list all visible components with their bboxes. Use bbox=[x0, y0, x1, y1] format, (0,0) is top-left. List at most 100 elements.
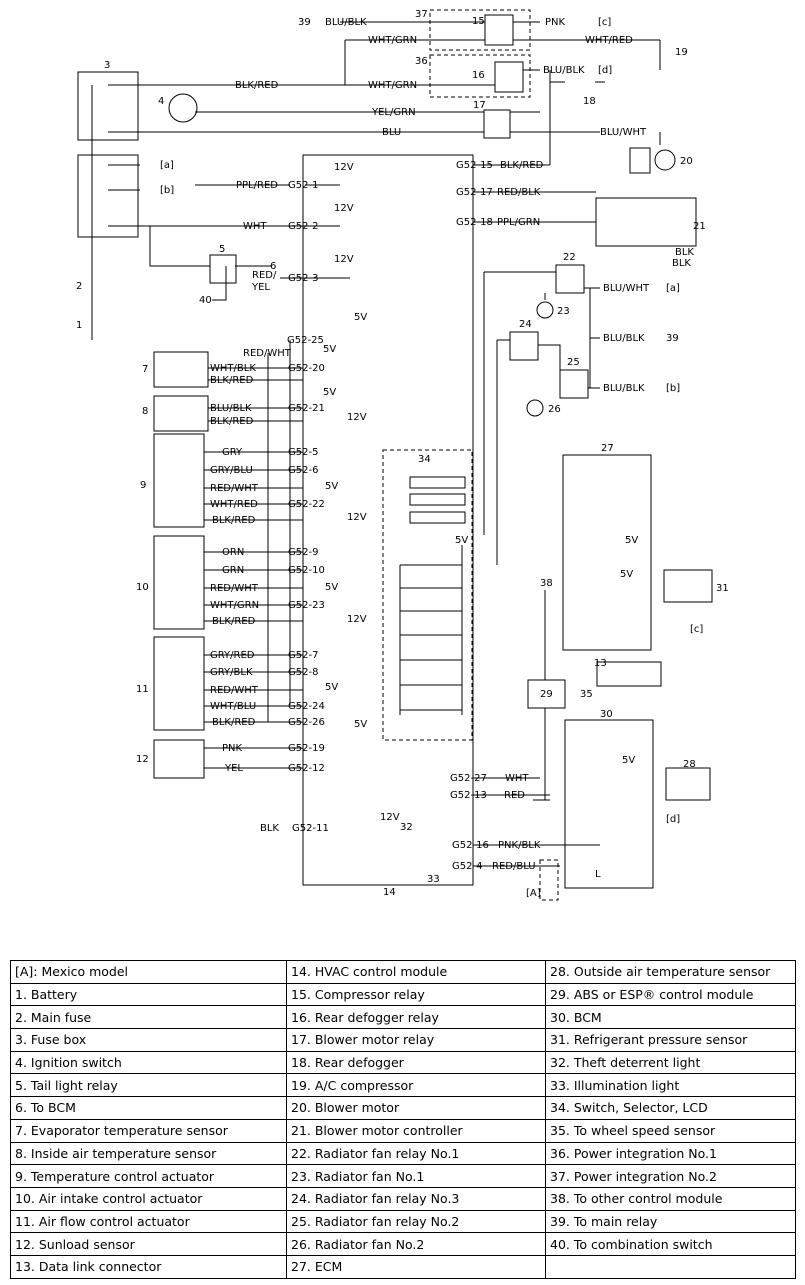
wire-label: G52-5 bbox=[288, 447, 318, 458]
wire-label: G52-3 bbox=[288, 273, 318, 284]
callout-number: 29 bbox=[540, 689, 553, 700]
legend-cell: 34. Switch, Selector, LCD bbox=[545, 1096, 796, 1120]
voltage-label: 5V bbox=[620, 569, 633, 580]
legend-cell: 27. ECM bbox=[286, 1254, 546, 1279]
wiring-lines bbox=[77, 9, 713, 901]
wire-label: G52-16 bbox=[452, 840, 489, 851]
legend-cell bbox=[545, 1254, 796, 1279]
wire-label: G52-1 bbox=[288, 180, 318, 191]
wire-label: WHT bbox=[243, 221, 267, 232]
legend-cell: 37. Power integration No.2 bbox=[545, 1164, 796, 1188]
wire-label: YEL/GRN bbox=[371, 107, 416, 118]
wire-label: WHT/GRN bbox=[368, 35, 417, 46]
wire-label: BLK/RED bbox=[210, 416, 254, 427]
callout-number: 32 bbox=[400, 822, 413, 833]
legend-cell: 32. Theft deterrent light bbox=[545, 1050, 796, 1075]
wire-label: L bbox=[595, 869, 601, 880]
wire-label: G52-12 bbox=[288, 763, 325, 774]
wire-label: G52-26 bbox=[288, 717, 325, 728]
wire-label: G52-2 bbox=[288, 221, 318, 232]
wire-label: G52-8 bbox=[288, 667, 318, 678]
wire-label: BLK/RED bbox=[212, 515, 256, 526]
legend-cell: 30. BCM bbox=[545, 1005, 796, 1030]
callout-number: 23 bbox=[557, 306, 570, 317]
wire-label: G52-22 bbox=[288, 499, 325, 510]
wire-label: WHT/RED bbox=[210, 499, 258, 510]
callout-number: 22 bbox=[563, 252, 576, 263]
wire-label: RED/WHT bbox=[243, 348, 292, 359]
voltage-label: 12V bbox=[347, 412, 367, 423]
legend-cell: 6. To BCM bbox=[10, 1096, 287, 1120]
wire-label: [c] bbox=[690, 624, 703, 635]
wire-labels: BLU/BLK PNK [c] WHT/GRN WHT/RED BLK/RED … bbox=[160, 17, 703, 899]
legend-cell: 14. HVAC control module bbox=[286, 960, 546, 984]
wire-label: BLK/RED bbox=[210, 375, 254, 386]
callout-number: 15 bbox=[472, 16, 485, 27]
callout-number: 2 bbox=[76, 281, 82, 292]
legend-cell: 2. Main fuse bbox=[10, 1005, 287, 1030]
callout-number: 17 bbox=[473, 100, 486, 111]
wire-label: G52-24 bbox=[288, 701, 325, 712]
voltage-label: 5V bbox=[325, 481, 338, 492]
legend-cell: 10. Air intake control actuator bbox=[10, 1186, 287, 1211]
callout-number: 27 bbox=[601, 443, 614, 454]
legend-cell: 25. Radiator fan relay No.2 bbox=[286, 1209, 546, 1234]
callout-number: 20 bbox=[680, 156, 693, 167]
legend-cell: 26. Radiator fan No.2 bbox=[286, 1232, 546, 1256]
legend-cell: 16. Rear defogger relay bbox=[286, 1005, 546, 1030]
wire-label: YEL bbox=[251, 282, 270, 293]
callout-number: 37 bbox=[415, 9, 428, 20]
wire-label: BLU bbox=[382, 127, 401, 138]
wire-label: G52-25 bbox=[287, 335, 324, 346]
wire-label: RED/WHT bbox=[210, 483, 259, 494]
wire-label: G52-7 bbox=[288, 650, 318, 661]
callout-number: 12 bbox=[136, 754, 149, 765]
wire-label: WHT/BLU bbox=[210, 701, 256, 712]
legend-cell: 5. Tail light relay bbox=[10, 1073, 287, 1098]
wire-label: PNK/BLK bbox=[498, 840, 541, 851]
legend-cell: 21. Blower motor controller bbox=[286, 1118, 546, 1143]
wire-label: GRY/BLK bbox=[210, 667, 253, 678]
wire-label: RED/ bbox=[252, 270, 277, 281]
wire-label: RED bbox=[504, 790, 525, 801]
callout-number: 4 bbox=[158, 96, 164, 107]
wire-label: [c] bbox=[598, 17, 611, 28]
wire-label: GRY/BLU bbox=[210, 465, 253, 476]
voltage-label: 5V bbox=[625, 535, 638, 546]
wire-label: BLU/WHT bbox=[600, 127, 647, 138]
wire-label: G52-23 bbox=[288, 600, 325, 611]
wire-label: [a] bbox=[160, 160, 174, 171]
wire-label: BLK bbox=[260, 823, 279, 834]
legend-cell: 1. Battery bbox=[10, 982, 287, 1007]
callout-number: 39 bbox=[298, 17, 311, 28]
legend-cell: 7. Evaporator temperature sensor bbox=[10, 1118, 287, 1143]
wire-label: [b] bbox=[666, 383, 680, 394]
wire-label: BLK bbox=[672, 258, 691, 269]
legend-cell: 11. Air flow control actuator bbox=[10, 1209, 287, 1234]
legend-cell: 19. A/C compressor bbox=[286, 1073, 546, 1098]
wire-label: G52-17 bbox=[456, 187, 493, 198]
callout-number: 3 bbox=[104, 60, 110, 71]
legend-cell: 13. Data link connector bbox=[10, 1254, 287, 1279]
wire-label: BLK bbox=[675, 247, 694, 258]
voltage-label: 12V bbox=[380, 812, 400, 823]
legend-cell: 12. Sunload sensor bbox=[10, 1232, 287, 1256]
wire-label: BLU/BLK bbox=[325, 17, 367, 28]
legend-cell: 38. To other control module bbox=[545, 1186, 796, 1211]
callout-number: 24 bbox=[519, 319, 532, 330]
voltage-label: 5V bbox=[354, 312, 367, 323]
voltage-label: 12V bbox=[347, 512, 367, 523]
callout-numbers: 1 2 3 4 5 7 8 9 10 11 12 13 14 15 16 17 … bbox=[76, 9, 729, 898]
callout-number: 16 bbox=[472, 70, 485, 81]
voltage-label: 5V bbox=[455, 535, 468, 546]
voltage-label: 5V bbox=[354, 719, 367, 730]
callout-number: 33 bbox=[427, 874, 440, 885]
legend-cell: 28. Outside air temperature sensor bbox=[545, 960, 796, 984]
